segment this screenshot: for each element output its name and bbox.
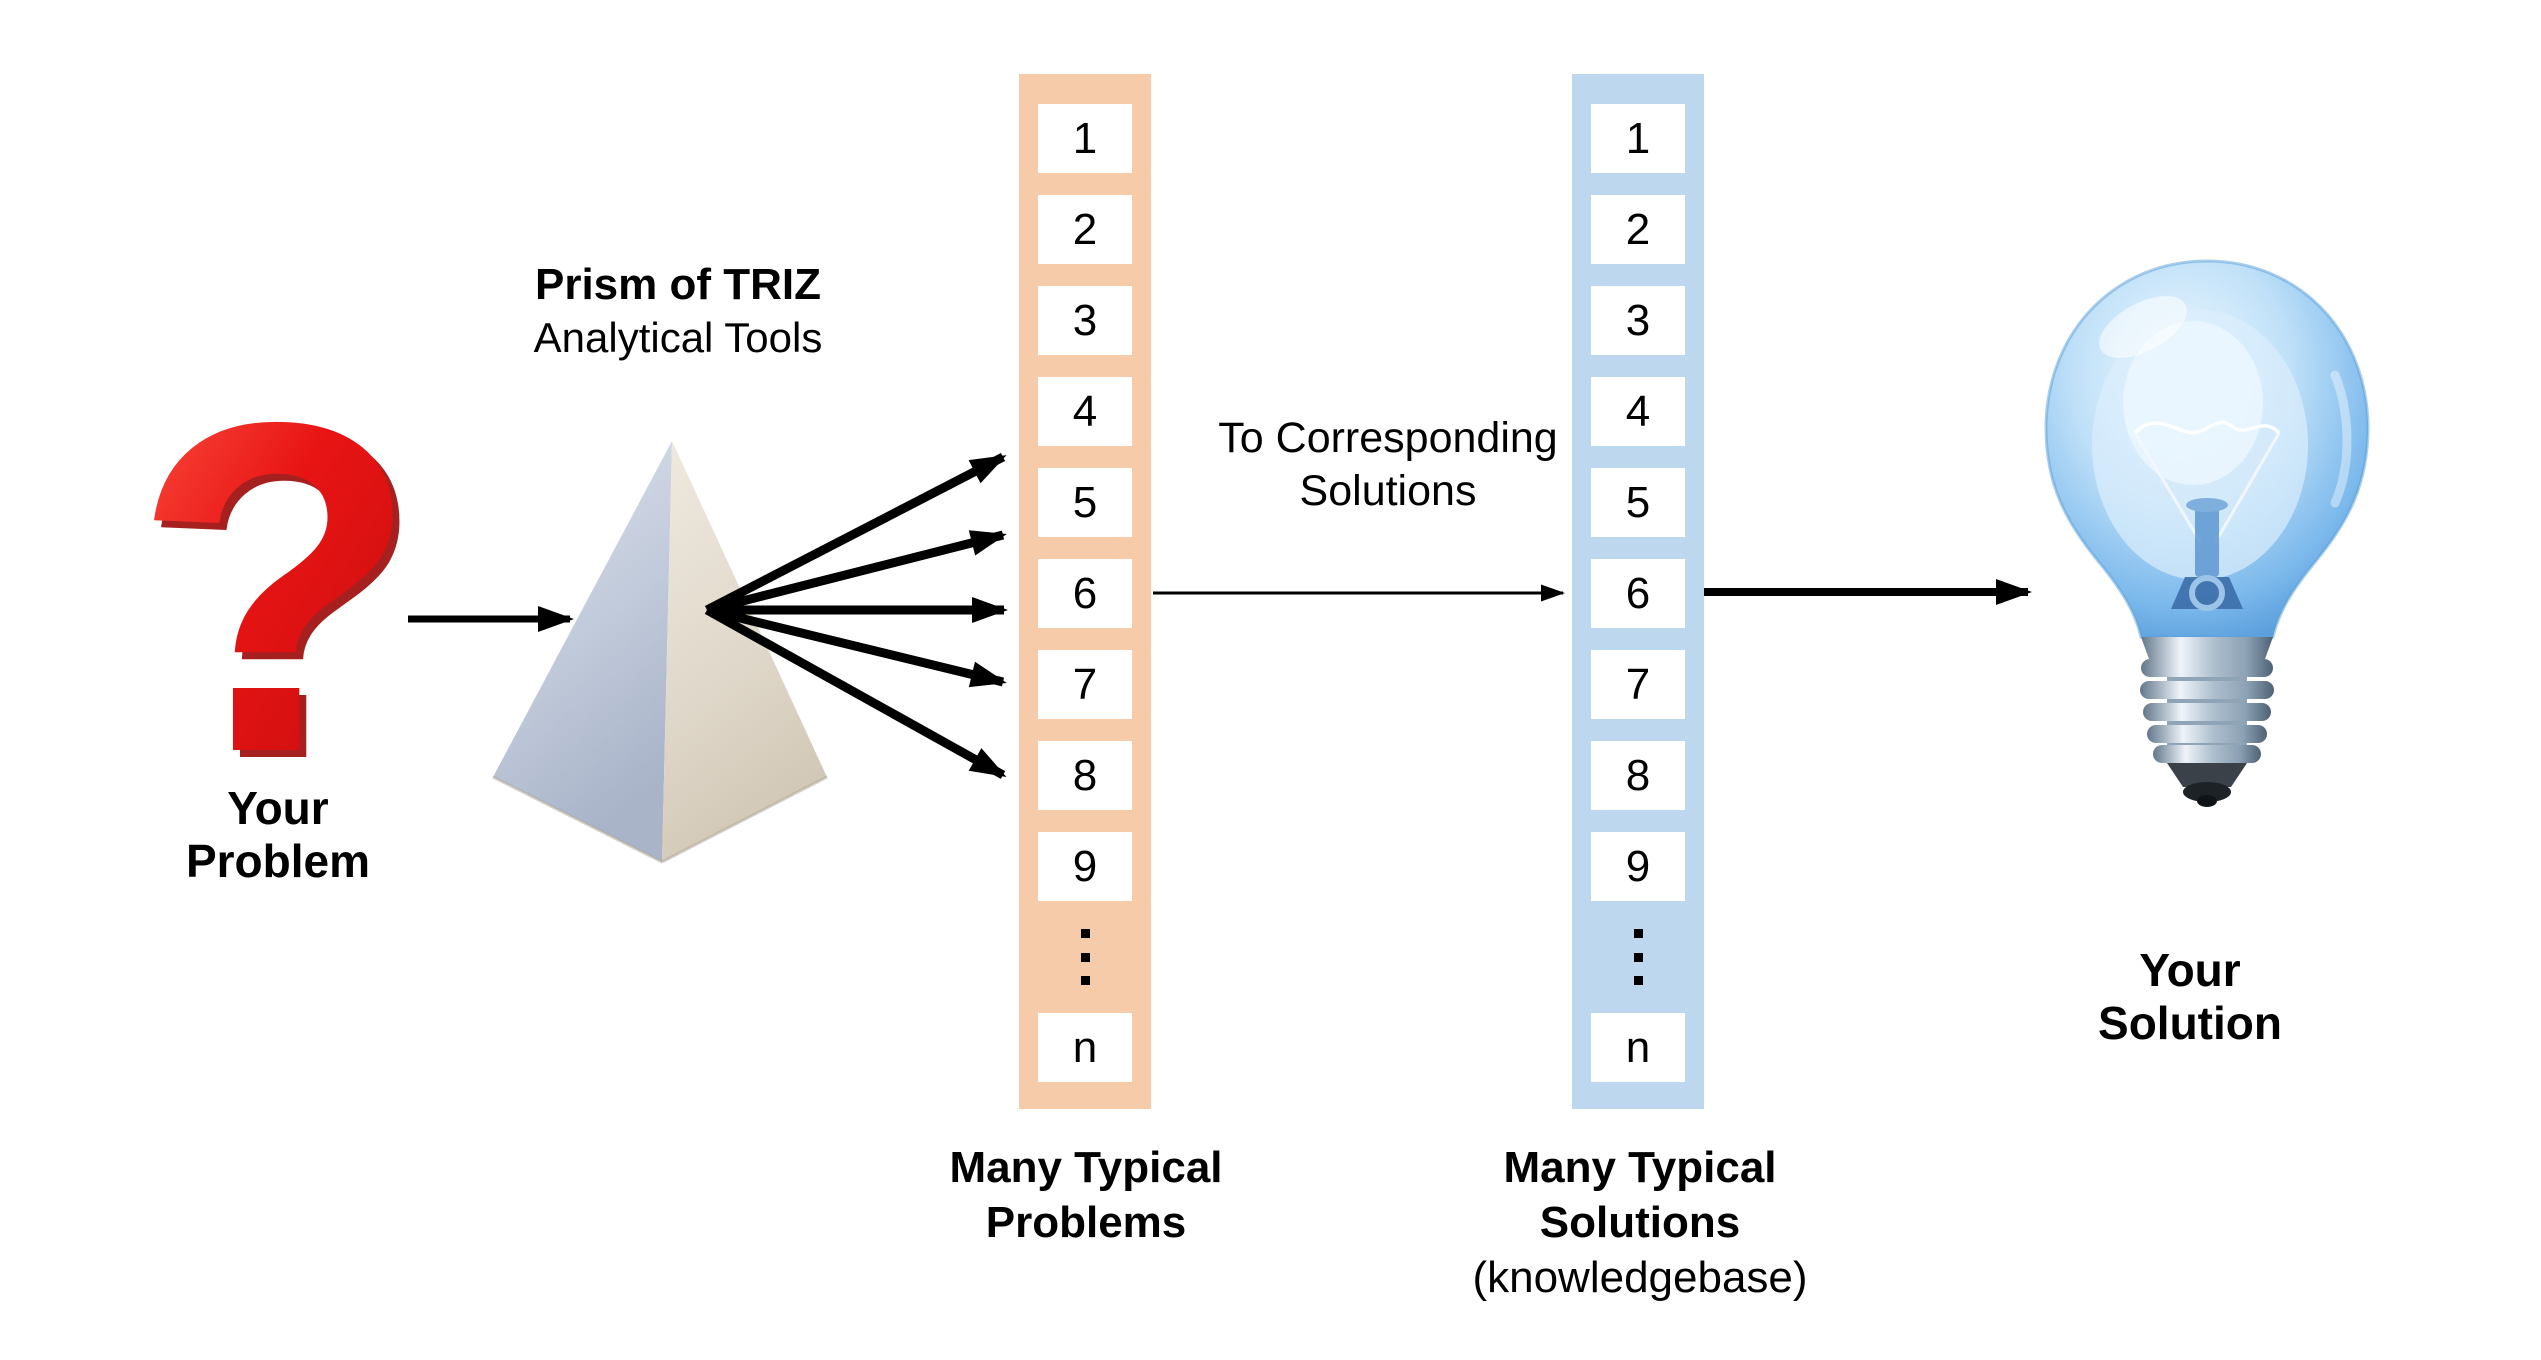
column-box: 9 (1591, 832, 1685, 901)
your-problem-line2: Problem (185, 835, 371, 887)
column-box: 7 (1038, 650, 1132, 719)
fan-arrow-1 (704, 453, 1007, 614)
column-box: 4 (1591, 377, 1685, 446)
typical-problems-column: 1 2 3 4 5 6 7 8 9 n (1019, 74, 1151, 1109)
your-problem-label: Your Problem (186, 782, 370, 888)
typical-problems-label: Many Typical Problems (949, 1140, 1222, 1250)
prism-pyramid (492, 441, 828, 864)
column-box: 3 (1038, 286, 1132, 355)
column-box: 6 (1591, 559, 1685, 628)
prism-title: Prism of TRIZ (534, 260, 822, 309)
mapping-label-line2: Solutions (1299, 467, 1477, 515)
fan-arrow-2 (705, 530, 1007, 615)
fan-arrow-5 (704, 606, 1007, 779)
prism-label: Prism of TRIZ Analytical Tools (534, 258, 823, 364)
bulb-screw-base (2140, 637, 2274, 807)
column-box: 8 (1591, 741, 1685, 810)
mapping-label: To Corresponding Solutions (1218, 412, 1557, 518)
fan-arrow-4 (705, 605, 1007, 688)
column-box: 4 (1038, 377, 1132, 446)
column-box: 1 (1591, 104, 1685, 173)
your-solution-line2: Solution (2098, 997, 2282, 1049)
ellipsis-dot (1080, 929, 1090, 938)
column-box: 9 (1038, 832, 1132, 901)
ellipsis-dot (1633, 976, 1643, 985)
question-mark-shadow: ? (139, 332, 426, 857)
your-problem-line1: Your (227, 782, 329, 834)
pyramid-base-edge (492, 775, 828, 864)
ellipsis-dot (1633, 929, 1643, 938)
ellipsis-dots (1591, 923, 1685, 991)
pyramid-right-face (662, 441, 827, 862)
typical-solutions-label-line1: Many Typical (1503, 1143, 1777, 1192)
column-box: 5 (1591, 468, 1685, 537)
your-solution-line1: Your (2139, 944, 2241, 996)
bulb-filament (2133, 420, 2281, 611)
typical-problems-label-line2: Problems (985, 1198, 1187, 1247)
typical-solutions-label-line2: Solutions (1539, 1198, 1741, 1247)
column-box: 6 (1038, 559, 1132, 628)
typical-solutions-column: 1 2 3 4 5 6 7 8 9 n (1572, 74, 1704, 1109)
column-box: 2 (1038, 195, 1132, 264)
column-box: 2 (1591, 195, 1685, 264)
prism-subtitle: Analytical Tools (533, 314, 823, 361)
column-box: 1 (1038, 104, 1132, 173)
arrows-prism-to-problems (704, 453, 1008, 779)
pyramid-left-face (493, 441, 672, 862)
column-box: n (1591, 1013, 1685, 1082)
ellipsis-dot (1080, 976, 1090, 985)
column-box: 3 (1591, 286, 1685, 355)
your-solution-label: Your Solution (2098, 944, 2282, 1050)
mapping-label-line1: To Corresponding (1218, 414, 1558, 462)
question-mark-glyph: ? (132, 325, 419, 850)
typical-problems-label-line1: Many Typical (949, 1143, 1223, 1192)
lightbulb-icon (2044, 259, 2370, 807)
column-box: 7 (1591, 650, 1685, 719)
column-box: 8 (1038, 741, 1132, 810)
question-mark-icon: ? ? (132, 325, 426, 857)
column-box: n (1038, 1013, 1132, 1082)
bulb-glass (2044, 259, 2370, 639)
ellipsis-dot (1633, 952, 1643, 962)
ellipsis-dots (1038, 923, 1132, 991)
typical-solutions-label: Many Typical Solutions (knowledgebase) (1472, 1140, 1807, 1305)
ellipsis-dot (1080, 952, 1090, 962)
column-box: 5 (1038, 468, 1132, 537)
typical-solutions-label-line3: (knowledgebase) (1472, 1253, 1808, 1302)
